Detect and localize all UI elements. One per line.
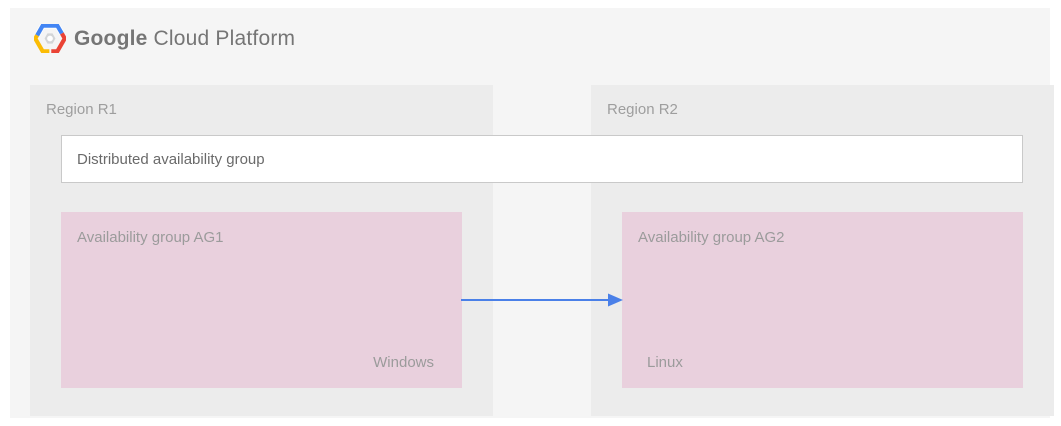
gcp-logo-icon	[34, 24, 66, 53]
region-r1-label: Region R1	[46, 101, 117, 118]
brand-product-wordmark: Cloud Platform	[153, 27, 296, 50]
distributed-availability-group-label: Distributed availability group	[77, 150, 265, 168]
distributed-availability-group-box: Distributed availability group	[61, 135, 1023, 183]
ag1-os-label: Windows	[373, 354, 434, 371]
availability-group-ag2-label: Availability group AG2	[638, 229, 785, 246]
region-r2-label: Region R2	[607, 101, 678, 118]
brand-google-wordmark: Google	[74, 27, 148, 50]
availability-group-ag2-box: Availability group AG2 Linux	[622, 212, 1023, 388]
availability-group-ag1-box: Availability group AG1 Windows	[61, 212, 462, 388]
ag2-os-label: Linux	[647, 354, 683, 371]
replication-arrow-icon	[461, 293, 623, 307]
availability-group-ag1-label: Availability group AG1	[77, 229, 224, 246]
